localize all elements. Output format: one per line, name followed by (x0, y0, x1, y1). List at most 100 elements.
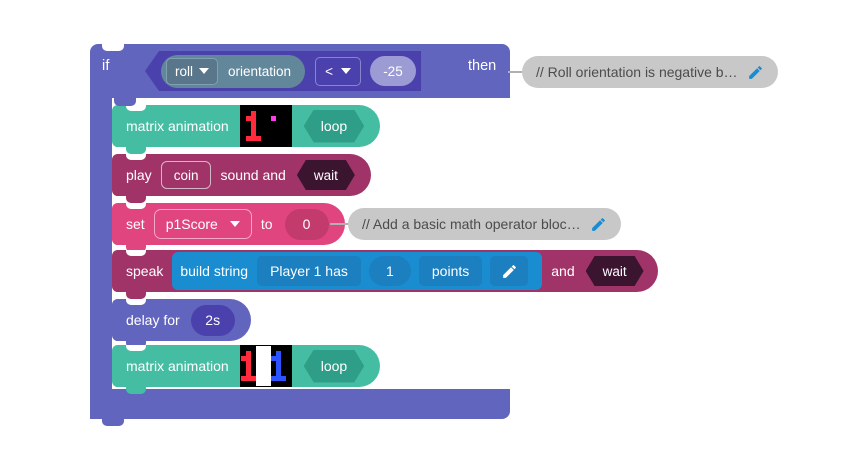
led-pixel (265, 351, 271, 356)
pencil-icon[interactable] (747, 64, 764, 81)
led-pixel (275, 381, 281, 386)
block-bottom-notch (126, 291, 146, 299)
led-pixel (250, 381, 256, 386)
led-pixel (265, 376, 271, 381)
block-top-notch (126, 203, 146, 209)
led-pixel (240, 376, 246, 381)
led-pixel (275, 131, 281, 136)
led-pixel (250, 106, 256, 111)
sound-name-field[interactable]: coin (160, 161, 212, 189)
condition-comparison-block[interactable]: roll orientation < -25 (145, 51, 421, 91)
led-pixel (250, 376, 256, 381)
delay-value-input[interactable]: 2s (190, 304, 235, 336)
led-pixel (250, 366, 256, 371)
comment-connector-line (330, 223, 352, 225)
led-pixel (255, 126, 261, 131)
led-pixel (280, 361, 286, 366)
speak-part-2[interactable]: points (418, 256, 483, 286)
led-pixel (280, 371, 286, 376)
led-pixel (275, 356, 281, 361)
led-pixel (240, 141, 246, 146)
variable-dropdown[interactable]: p1Score (153, 209, 252, 239)
led-pixel (255, 376, 261, 381)
led-pixel (270, 121, 276, 126)
led-pixel (255, 141, 261, 146)
condition-value-input[interactable]: -25 (369, 56, 416, 86)
if-bottom-arm[interactable] (90, 389, 510, 419)
variable-value-input[interactable]: 0 (284, 208, 329, 240)
speak-wait-toggle[interactable]: wait (586, 256, 644, 286)
led-pixel (270, 141, 276, 146)
led-pixel (255, 136, 261, 141)
led-pixel (245, 121, 251, 126)
set-block-comment[interactable]: // Add a basic math operator bloc… (348, 208, 621, 240)
led-pixel (255, 356, 261, 361)
block-top-notch (126, 299, 146, 305)
chevron-down-icon (199, 68, 210, 74)
if-bottom-notch (102, 418, 124, 426)
block-play-sound[interactable]: play coin sound and wait (112, 154, 371, 203)
build-string-reporter[interactable]: build string Player 1 has 1 points (172, 252, 543, 290)
build-string-edit-button[interactable] (490, 256, 529, 286)
block-top-notch (126, 345, 146, 351)
led-pixel (255, 361, 261, 366)
led-pixel (245, 346, 251, 351)
block-set-variable[interactable]: set p1Score to 0 (112, 203, 345, 252)
speak-and-label: and (551, 263, 575, 279)
led-matrix-preview-2[interactable] (239, 345, 292, 387)
speak-part-1[interactable]: 1 (368, 256, 411, 286)
led-pixel (255, 111, 261, 116)
led-pixel (260, 111, 266, 116)
pencil-icon[interactable] (590, 216, 607, 233)
led-pixel (285, 111, 291, 116)
led-pixel (250, 141, 256, 146)
matrix-loop-mode[interactable]: loop (304, 350, 364, 383)
led-pixel (250, 371, 256, 376)
play-wait-toggle[interactable]: wait (297, 160, 355, 190)
led-pixel (260, 351, 266, 356)
led-pixel (285, 106, 291, 111)
led-pixel (285, 126, 291, 131)
led-pixel (260, 376, 266, 381)
speak-part-0[interactable]: Player 1 has (257, 256, 361, 286)
block-matrix-animation-2[interactable]: matrix animation loop (112, 345, 381, 394)
block-matrix-animation-1[interactable]: matrix animation loop (112, 105, 381, 154)
sensor-reporter-block[interactable]: roll orientation (161, 54, 306, 88)
led-pixel (250, 131, 256, 136)
led-pixel (240, 136, 246, 141)
led-pixel (260, 116, 266, 121)
led-pixel (250, 126, 256, 131)
matrix-loop-mode[interactable]: loop (304, 110, 364, 143)
led-pixel (270, 116, 276, 121)
led-pixel (280, 346, 286, 351)
led-pixel (245, 116, 251, 121)
led-pixel (245, 376, 251, 381)
if-block-comment[interactable]: // Roll orientation is negative b… (522, 56, 778, 88)
led-pixel (265, 131, 271, 136)
led-pixel (260, 356, 266, 361)
led-pixel (285, 346, 291, 351)
delay-label: delay for (126, 312, 180, 328)
led-pixel (285, 121, 291, 126)
led-pixel (275, 366, 281, 371)
led-pixel (255, 351, 261, 356)
led-pixel (285, 371, 291, 376)
block-delay[interactable]: delay for 2s (112, 299, 251, 348)
block-bottom-notch (126, 146, 146, 154)
set-label: set (126, 216, 145, 232)
sensor-axis-dropdown[interactable]: roll (166, 57, 219, 85)
led-pixel (285, 136, 291, 141)
led-pixel (265, 141, 271, 146)
led-pixel (245, 356, 251, 361)
led-pixel (275, 376, 281, 381)
led-pixel (280, 351, 286, 356)
led-pixel (240, 381, 246, 386)
block-speak[interactable]: speak build string Player 1 has 1 points… (112, 250, 658, 299)
led-pixel (245, 131, 251, 136)
led-pixel (275, 351, 281, 356)
led-matrix-preview-1[interactable] (239, 105, 292, 147)
pencil-icon (502, 264, 516, 278)
led-pixel (285, 141, 291, 146)
operator-dropdown[interactable]: < (315, 56, 361, 86)
led-pixel (280, 356, 286, 361)
